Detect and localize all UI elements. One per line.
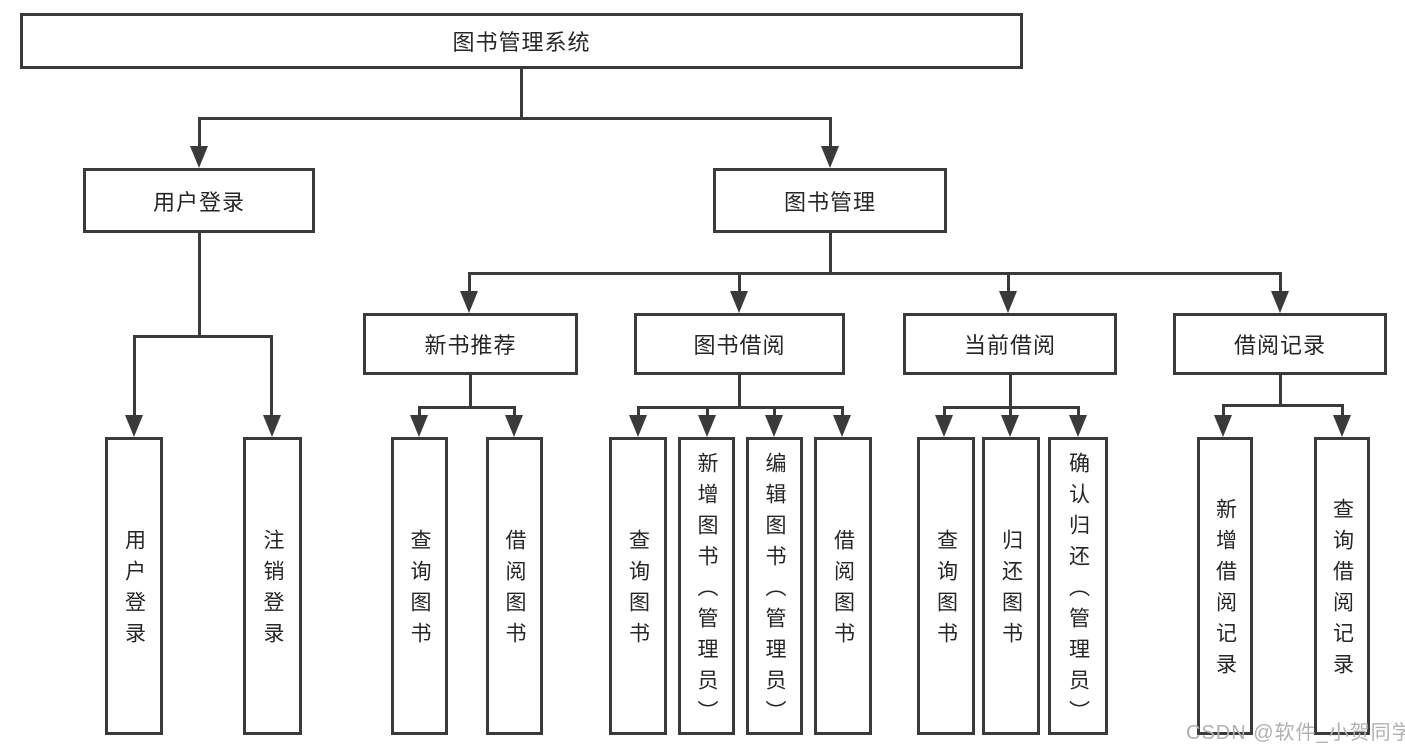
csdn-watermark: CSDN @软件_小贺同学 <box>1186 722 1405 744</box>
node-nbr-borrow-books: 借阅图书 <box>486 437 543 735</box>
node-new-book-recommend: 新书推荐 <box>363 313 578 375</box>
arrow-to-br-query-record <box>1333 405 1351 437</box>
node-bb-edit-books-label: 编辑图书（管理员） <box>763 451 786 731</box>
node-br-add-record: 新增借阅记录 <box>1197 437 1253 735</box>
node-book-borrow: 图书借阅 <box>634 313 845 375</box>
edge-user-login-stem <box>197 233 201 336</box>
arrow-to-bb-edit-books <box>765 407 783 437</box>
node-cb-return-books-label: 归还图书 <box>999 529 1023 653</box>
node-borrow-record: 借阅记录 <box>1173 313 1387 375</box>
edge-new-book-recommend-stem <box>468 375 472 407</box>
node-cb-return-books: 归还图书 <box>982 437 1040 735</box>
edge-root-stem <box>519 69 523 118</box>
node-bb-add-books: 新增图书（管理员） <box>678 437 735 735</box>
edge-book-borrow-stem <box>737 375 741 407</box>
node-book-management-label: 图书管理 <box>783 189 876 215</box>
node-library-system: 图书管理系统 <box>20 13 1023 69</box>
arrow-to-borrow-record <box>1271 273 1289 313</box>
node-nbr-query-books-label: 查询图书 <box>408 529 431 653</box>
node-bb-query-books: 查询图书 <box>609 437 667 735</box>
node-current-borrow: 当前借阅 <box>903 313 1117 375</box>
node-leaf-user-login-label: 用户登录 <box>122 529 146 653</box>
edge-current-borrow-stem <box>1008 375 1012 407</box>
edge-new-book-recommend-rail <box>417 405 516 409</box>
edge-user-login-rail <box>132 334 273 338</box>
arrow-to-bb-query-books <box>629 407 647 437</box>
node-br-add-record-label: 新增借阅记录 <box>1213 498 1237 684</box>
node-cb-query-books-label: 查询图书 <box>934 529 958 653</box>
edge-book-borrow-rail <box>636 405 844 409</box>
arrow-to-leaf-logout <box>262 336 281 437</box>
node-bb-query-books-label: 查询图书 <box>626 529 650 653</box>
node-cb-confirm-return-label: 确认归还（管理员） <box>1066 451 1090 731</box>
arrow-to-cb-confirm-return <box>1069 407 1087 437</box>
node-new-book-recommend-label: 新书推荐 <box>424 333 517 358</box>
node-leaf-logout-label: 注销登录 <box>261 529 284 653</box>
arrow-to-cb-query-books <box>935 407 953 437</box>
node-bb-borrow-books: 借阅图书 <box>814 437 872 735</box>
arrow-to-nbr-query-books <box>410 407 428 437</box>
arrow-to-book-borrow <box>730 273 748 313</box>
node-bb-borrow-books-label: 借阅图书 <box>831 529 855 653</box>
node-user-login: 用户登录 <box>83 168 315 233</box>
edge-book-management-rail <box>467 271 1282 275</box>
arrow-to-nbr-borrow-books <box>505 407 523 437</box>
node-library-system-label: 图书管理系统 <box>452 30 591 55</box>
arrow-to-book-management <box>821 118 839 168</box>
arrow-to-leaf-user-login <box>125 336 143 437</box>
node-current-borrow-label: 当前借阅 <box>963 333 1056 358</box>
node-cb-confirm-return: 确认归还（管理员） <box>1048 437 1108 735</box>
node-borrow-record-label: 借阅记录 <box>1233 333 1326 358</box>
node-cb-query-books: 查询图书 <box>917 437 975 735</box>
node-bb-add-books-label: 新增图书（管理员） <box>695 451 718 731</box>
arrow-to-cb-return-books <box>1001 407 1019 437</box>
arrow-to-bb-borrow-books <box>833 407 851 437</box>
node-nbr-query-books: 查询图书 <box>391 437 448 735</box>
node-br-query-record: 查询借阅记录 <box>1314 437 1370 735</box>
arrow-to-new-book-recommend <box>460 273 478 313</box>
edge-borrow-record-stem <box>1278 375 1282 405</box>
arrow-to-br-add-record <box>1214 405 1232 437</box>
node-nbr-borrow-books-label: 借阅图书 <box>503 529 526 653</box>
edge-root-rail <box>197 116 832 120</box>
node-leaf-user-login: 用户登录 <box>105 437 163 735</box>
node-br-query-record-label: 查询借阅记录 <box>1330 498 1354 684</box>
edge-book-management-stem <box>828 233 832 273</box>
arrow-to-user-login <box>190 118 208 168</box>
node-book-management: 图书管理 <box>713 168 947 233</box>
node-leaf-logout: 注销登录 <box>243 437 302 735</box>
node-book-borrow-label: 图书借阅 <box>693 333 786 358</box>
node-user-login-label: 用户登录 <box>152 189 245 215</box>
arrow-to-current-borrow <box>999 273 1017 313</box>
node-bb-edit-books: 编辑图书（管理员） <box>746 437 803 735</box>
edge-borrow-record-rail <box>1221 403 1344 407</box>
arrow-to-bb-add-books <box>698 407 716 437</box>
